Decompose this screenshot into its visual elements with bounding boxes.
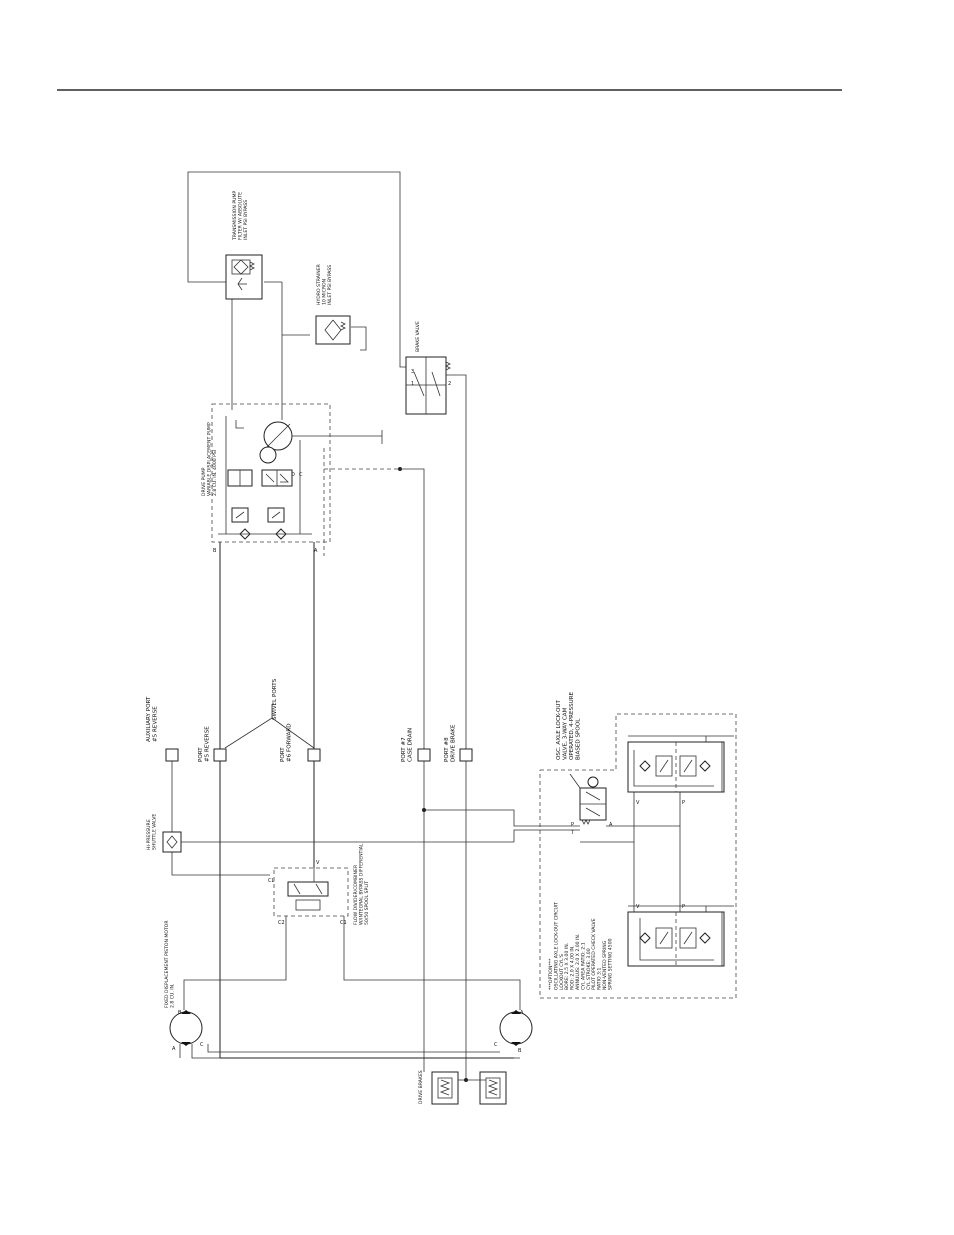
drive-pump: D C B A DRIVE PUMP VARIABLE DISPLACEMENT…: [201, 403, 383, 556]
flow-divider: V CL C2 C1 FLOW DIVIDER/COMBINER W/INTEG…: [268, 842, 370, 926]
motor-left-pin-b: B: [178, 1010, 182, 1016]
brake-valve: 1 2 3 BRAKE VALVE: [405, 321, 467, 1078]
manifold-top-pin-v: V: [636, 800, 640, 806]
motor-right-pin-b: B: [518, 1048, 522, 1054]
piston-motor-label: FIXED DISPLACEMENT PISTON MOTOR 2.8 CU. …: [164, 919, 176, 1008]
junction-dot: [422, 808, 426, 812]
hydro-strainer-label: HYDRO STRAINER 10 MICRON INLET PSI BYPAS…: [316, 263, 333, 305]
motor-link-line: [191, 1044, 520, 1059]
drive-pump-pin-b: B: [213, 548, 217, 554]
return-circuit: [187, 171, 406, 420]
lockout-pin-t: T: [570, 830, 575, 836]
hydro-strainer: HYDRO STRAINER 10 MICRON INLET PSI BYPAS…: [315, 263, 351, 345]
port7-case-drain-label: PORT #7 CASE DRAIN: [401, 728, 414, 762]
manifold-top-pin-p: P: [682, 800, 685, 806]
motor-left-pin-a: A: [172, 1046, 176, 1052]
manifold-bottom-pin-v: V: [636, 904, 640, 910]
port7-case-drain-box: [417, 748, 431, 762]
flow-divider-pin-v: V: [316, 860, 320, 866]
port8-drive-brake-label: PORT #8 DRIVE BRAKE: [444, 724, 457, 762]
drain-to-option: [424, 809, 540, 827]
drive-pump-pin-c: C: [299, 472, 303, 478]
swivel-ports-label: SWIVEL PORTS: [272, 678, 278, 720]
port6-forward-box: [307, 748, 321, 762]
swivel-ports: SWIVEL PORTS AUXILIARY PORT #5 REVERSE P…: [146, 678, 473, 762]
hi-pressure-label: HI-PRESSURE SHUTTLE VALVE: [146, 814, 158, 850]
brake-valve-pin-1: 1: [411, 381, 414, 387]
brake-valve-pin-3: 3: [411, 369, 414, 375]
option-circuit-notes: ***OPTION*** OSCILLATING AXLE LOCK-OUT C…: [548, 901, 613, 990]
piston-motor-right: A B C: [494, 1010, 533, 1054]
aux-port-label: AUXILIARY PORT #5 REVERSE: [146, 695, 159, 742]
drive-brakes-label: DRIVE BRAKES: [418, 1070, 424, 1104]
drive-pump-label: DRIVE PUMP VARIABLE DISPLACEMENT PUMP 2.…: [201, 421, 218, 496]
port5-reverse-label: PORT #5 REVERSE: [198, 726, 211, 762]
flow-divider-pin-cl: CL: [268, 878, 274, 884]
brake-valve-pin-2: 2: [448, 381, 451, 387]
hi-pressure-shuttle-valve: HI-PRESSURE SHUTTLE VALVE: [146, 761, 514, 876]
pressure-to-option: [513, 829, 540, 842]
manifold-bottom-pin-p: P: [682, 904, 685, 910]
transmission-pump-filter: TRANSMISSION PUMP FILTER W/ ABSOLUTE INL…: [225, 189, 263, 300]
line-c1: [343, 925, 521, 1010]
flow-divider-label: FLOW DIVIDER/COMBINER W/INTEGRAL BYPASS …: [353, 842, 370, 925]
line-c2: [183, 925, 287, 1010]
lockout-valve-label: OSC. AXLE LOCK-OUT VALVE, 3-WAY CAM OPER…: [556, 690, 582, 760]
port8-drive-brake-box: [459, 748, 473, 762]
drive-pump-pin-a: A: [314, 548, 318, 554]
brake-valve-label: BRAKE VALVE: [415, 321, 421, 352]
aux-port-box: [165, 748, 179, 762]
flow-divider-pin-c2: C2: [278, 920, 285, 926]
motor-left-pin-c: C: [200, 1042, 204, 1048]
motor-case-line: [207, 1044, 500, 1053]
lockout-pin-a: A: [609, 822, 613, 828]
transmission-pump-label: TRANSMISSION PUMP FILTER W/ ABSOLUTE INL…: [232, 189, 249, 241]
port5-reverse-box: [213, 748, 227, 762]
motor-right-pin-a: A: [520, 1010, 524, 1016]
drive-brakes: DRIVE BRAKES: [418, 1070, 507, 1105]
motor-right-pin-c: C: [494, 1042, 498, 1048]
lockout-pin-p: P: [571, 822, 574, 828]
option-lockout-circuit: P T A OSC. AXLE LOCK-OUT VALVE, 3-WAY CA…: [539, 690, 737, 999]
drive-pump-pin-d: D: [291, 472, 295, 478]
piston-motor-left: A B C FIXED DISPLACEMENT PISTON MOTOR 2.…: [164, 919, 204, 1052]
flow-divider-pin-c1: C1: [340, 920, 347, 926]
case-drain-line: [400, 468, 425, 1072]
port6-forward-label: PORT #6 FORWARD: [280, 723, 293, 762]
